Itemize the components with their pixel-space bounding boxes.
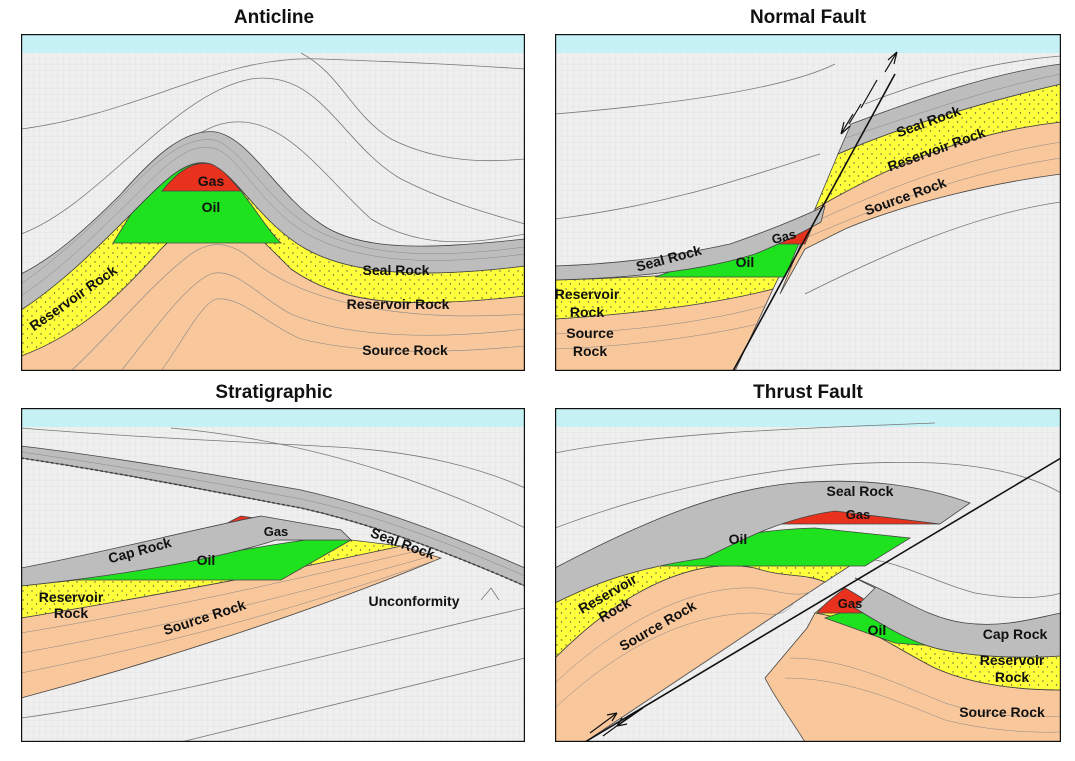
label-source-rock: Source Rock — [362, 342, 448, 358]
fault-line — [732, 73, 896, 371]
label-source-2: Rock — [573, 343, 607, 359]
label-reservoir-2: Rock — [570, 304, 604, 320]
title-thrust-fault: Thrust Fault — [753, 382, 863, 403]
label-reservoir-rock-right: Reservoir Rock — [347, 296, 450, 312]
fault-arrows — [840, 51, 898, 135]
label-reservoir-right-1: Reservoir — [980, 652, 1045, 668]
title-normal-fault: Normal Fault — [749, 7, 867, 28]
label-gas: Gas — [198, 173, 225, 189]
label-oil-lower: Oil — [868, 622, 887, 638]
label-oil-upper: Oil — [729, 531, 748, 547]
seal-rock-upthrown — [837, 63, 1061, 155]
title-stratigraphic: Stratigraphic — [215, 382, 333, 403]
label-gas-lower: Gas — [838, 596, 863, 611]
label-oil: Oil — [736, 254, 755, 270]
anticline-diagram: Gas Oil Seal Rock Reservoir Rock Source … — [21, 34, 525, 371]
label-unconformity: Unconformity — [369, 593, 460, 609]
seal-rock-layer — [21, 131, 525, 311]
label-oil: Oil — [197, 552, 216, 568]
stratigraphic-diagram: Cap Rock Gas Oil Seal Rock Reservoir Roc… — [21, 408, 525, 742]
cap-rock-layer — [21, 515, 352, 587]
label-reservoir-2: Rock — [54, 605, 88, 621]
thrust-fault-diagram: Seal Rock Gas Oil Reservoir Rock Source … — [555, 408, 1061, 742]
label-gas: Gas — [770, 226, 798, 247]
label-reservoir-right-2: Rock — [995, 669, 1029, 685]
title-anticline: Anticline — [233, 7, 315, 28]
label-seal-rock: Seal Rock — [827, 483, 894, 499]
seal-rock-upper-sheet — [555, 480, 971, 604]
seal-rock-downthrown — [555, 205, 826, 281]
water-layer — [21, 408, 525, 427]
label-reservoir-1: Reservoir — [39, 589, 104, 605]
label-seal-rock: Seal Rock — [363, 262, 430, 278]
label-cap-rock: Cap Rock — [983, 626, 1048, 642]
water-layer — [21, 34, 525, 53]
label-source-1: Source — [566, 325, 614, 341]
thrust-fault-line — [584, 457, 1061, 742]
water-layer — [555, 34, 1061, 53]
water-layer — [555, 408, 1061, 427]
label-gas-upper: Gas — [846, 507, 871, 522]
label-source-right: Source Rock — [959, 704, 1045, 720]
normal-fault-diagram: Seal Rock Reservoir Rock Source Rock Sea… — [555, 34, 1061, 371]
label-gas: Gas — [264, 524, 289, 539]
label-reservoir-1: Reservoir — [555, 286, 620, 302]
label-oil: Oil — [202, 199, 221, 215]
thrust-arrows — [589, 707, 644, 737]
